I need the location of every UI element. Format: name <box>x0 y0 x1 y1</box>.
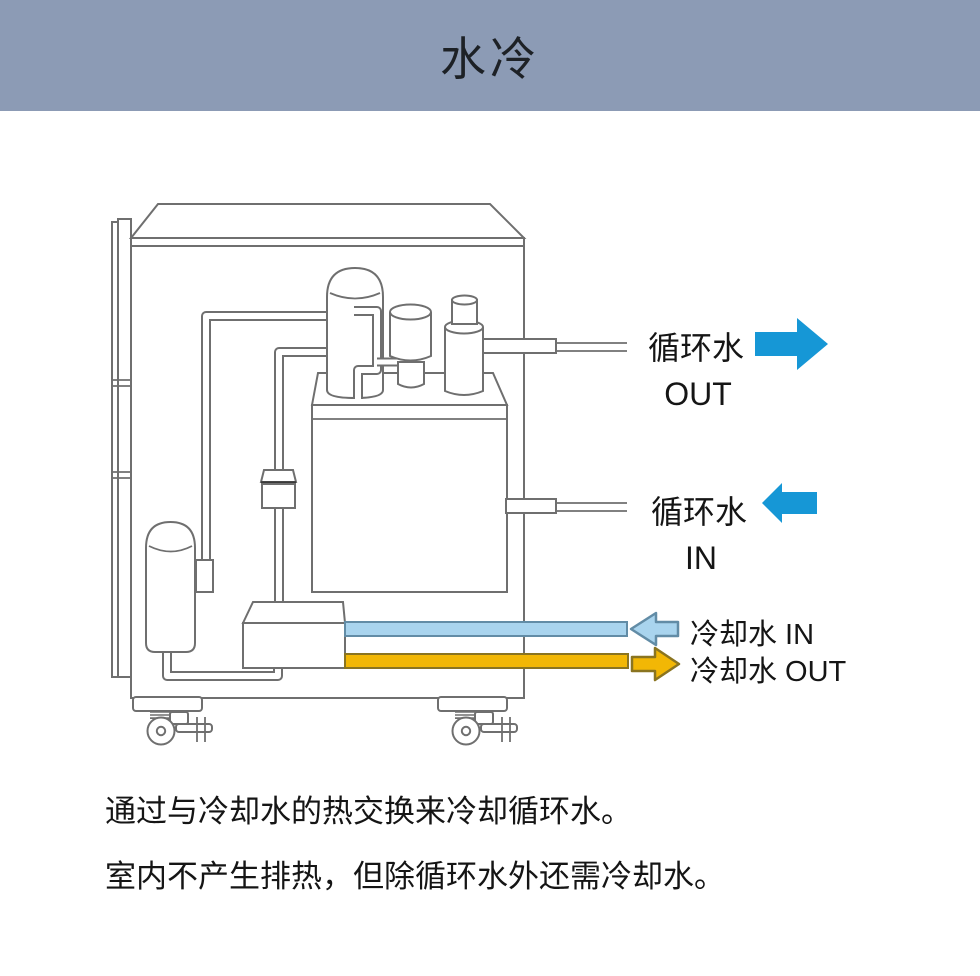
refrigerant-pipe-inner-loop <box>274 347 330 612</box>
caption-line-1: 通过与冷却水的热交换来冷却循环水。 <box>105 794 632 829</box>
label-circulating-in-cn: 循环水 <box>651 494 748 530</box>
label-circulating-in-en: IN <box>685 540 717 576</box>
cooling-in-arrow-icon <box>629 611 680 647</box>
label-circulating-out-cn: 循环水 <box>648 330 745 366</box>
cabinet-top-face <box>128 203 527 239</box>
label-cooling-in: 冷却水 IN <box>690 619 815 651</box>
caster-right <box>437 696 518 746</box>
circulating-in-port <box>505 498 627 514</box>
accumulator-cylinder <box>145 520 196 653</box>
caption-line-2: 室内不产生排热，但除循环水外还需冷却水。 <box>105 859 725 894</box>
refrigerant-pipe-outer-loop <box>201 311 330 568</box>
circulating-in-arrow-icon <box>762 483 817 523</box>
cooling-out-arrow-icon <box>630 646 681 682</box>
cabinet-left-panel-strip <box>117 218 132 678</box>
caster-left <box>132 696 213 746</box>
circulating-out-port <box>469 338 627 354</box>
label-circulating-out-en: OUT <box>664 376 732 412</box>
label-cooling-out: 冷却水 OUT <box>690 656 847 688</box>
expansion-valve <box>259 469 298 509</box>
compressor-discharge-pipe <box>353 306 382 399</box>
circulating-out-arrow-icon <box>755 318 828 370</box>
dryer-cylinder <box>444 294 484 396</box>
muffler-base-cylinder <box>397 361 425 389</box>
cooling-water-out-pipe <box>344 653 629 669</box>
cabinet-top-rim <box>130 237 525 247</box>
water-tank <box>310 372 509 593</box>
title-bar: 水冷 <box>0 0 980 111</box>
accumulator-fitting <box>195 559 214 593</box>
page-title: 水冷 <box>440 32 540 85</box>
panel-joints <box>112 379 131 479</box>
cooling-water-in-pipe <box>344 621 628 637</box>
muffler-cylinder <box>389 303 432 362</box>
dryer-cap-top <box>451 294 478 306</box>
heat-exchanger-box <box>241 601 347 669</box>
